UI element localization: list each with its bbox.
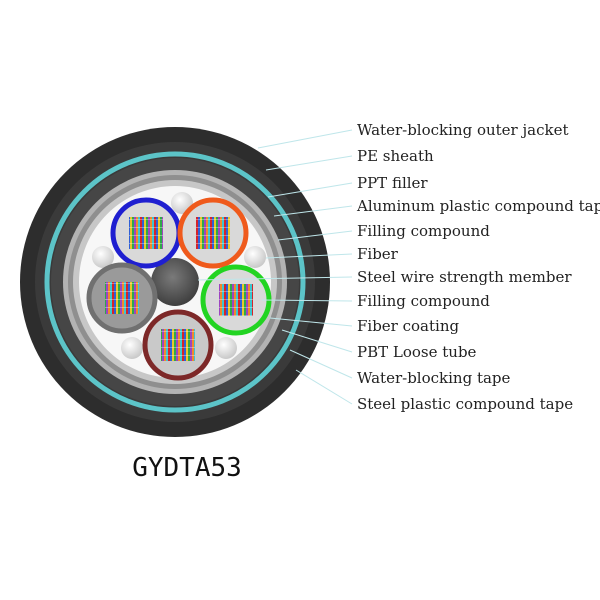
cable-model-title: GYDTA53 bbox=[132, 453, 242, 483]
leader-line bbox=[277, 230, 353, 241]
label-filling-compound-2: Filling compound bbox=[357, 292, 490, 310]
layer-labels: Water-blocking outer jacket PE sheath PP… bbox=[356, 121, 600, 413]
label-fiber-coating: Fiber coating bbox=[357, 317, 459, 335]
leader-line bbox=[265, 155, 353, 171]
label-water-blocking-outer-jacket: Water-blocking outer jacket bbox=[357, 121, 568, 139]
loose-tube-blue bbox=[110, 197, 182, 269]
loose-tube-gray bbox=[86, 262, 158, 334]
label-ppt-filler: PPT filler bbox=[357, 174, 428, 192]
label-steel-plastic-compound-tape: Steel plastic compound tape bbox=[357, 395, 573, 413]
filler-balls bbox=[92, 192, 266, 359]
filler-ball bbox=[92, 246, 114, 268]
fiber-bundle bbox=[105, 282, 139, 314]
fiber-bundle bbox=[129, 217, 163, 249]
leader-line bbox=[273, 205, 353, 217]
leader-line bbox=[267, 182, 353, 198]
leader-line bbox=[281, 329, 353, 353]
filler-ball bbox=[121, 337, 143, 359]
label-pbt-loose-tube: PBT Loose tube bbox=[357, 343, 477, 361]
armor-ring bbox=[44, 151, 306, 413]
loose-tube-brown bbox=[142, 309, 214, 381]
leader-line bbox=[257, 129, 353, 149]
leader-line bbox=[295, 369, 353, 405]
leader-line bbox=[289, 349, 353, 379]
label-aluminum-plastic-compound-tape: Aluminum plastic compound tape bbox=[356, 197, 600, 215]
loose-tube-orange bbox=[177, 197, 249, 269]
leader-line bbox=[265, 253, 353, 259]
filler-ball bbox=[215, 337, 237, 359]
loose-tube-green bbox=[200, 264, 272, 336]
fiber-bundle bbox=[196, 217, 230, 249]
leader-line bbox=[197, 276, 353, 281]
label-pe-sheath: PE sheath bbox=[357, 147, 434, 165]
fiber-bundle bbox=[161, 329, 195, 361]
label-filling-compound-1: Filling compound bbox=[357, 222, 490, 240]
label-fiber: Fiber bbox=[357, 245, 399, 263]
steel-wire-strength-member bbox=[151, 258, 199, 306]
leader-line bbox=[269, 317, 353, 327]
filler-ball bbox=[244, 246, 266, 268]
label-steel-wire-strength-member: Steel wire strength member bbox=[357, 268, 572, 286]
fiber-bundle bbox=[219, 284, 253, 316]
leader-lines bbox=[197, 129, 353, 405]
label-water-blocking-tape: Water-blocking tape bbox=[357, 369, 511, 387]
leader-line bbox=[261, 299, 353, 302]
